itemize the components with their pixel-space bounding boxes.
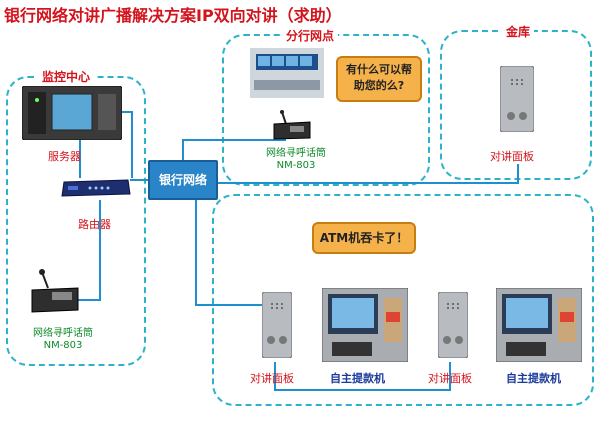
help-bubble: 有什么可以帮助您的么? — [336, 56, 422, 102]
atm-machine-1-icon — [321, 287, 409, 363]
link-server-side — [120, 111, 133, 178]
server-label: 服务器 — [48, 150, 81, 163]
atm-machine-2-label: 自主提款机 — [506, 372, 561, 385]
atm-panel-2-icon — [437, 291, 469, 359]
monitor-mic-label: 网络寻呼话筒 NM-803 — [18, 328, 108, 352]
control-room-photo — [250, 48, 324, 98]
branch-mic-icon — [272, 110, 312, 140]
link-network-vault — [218, 164, 519, 184]
diagram-title: 银行网络对讲广播解决方案IP双向对讲（求助） — [4, 6, 342, 25]
atm-panel-1-icon — [261, 291, 293, 359]
monitor-mic-name: 网络寻呼话筒 — [33, 328, 93, 339]
branch-mic-name: 网络寻呼话筒 — [266, 148, 326, 159]
server-icon — [21, 85, 123, 141]
link-network-atm-area — [195, 200, 262, 306]
vault-intercom-panel-icon — [499, 65, 535, 133]
branch-mic-label: 网络寻呼话筒 NM-803 — [246, 148, 346, 172]
atm-panel-1-label: 对讲面板 — [250, 372, 294, 385]
link-router-mic — [70, 200, 101, 301]
atm-panel-2-label: 对讲面板 — [428, 372, 472, 385]
zone-label-monitor-center: 监控中心 — [38, 68, 95, 85]
zone-label-branch: 分行网点 — [282, 27, 339, 44]
monitor-mic-icon — [30, 268, 80, 314]
atm-card-bubble: ATM机吞卡了！ — [312, 222, 416, 254]
branch-mic-model: NM-803 — [276, 160, 316, 171]
link-panel-panel — [274, 362, 451, 391]
bank-network-node: 银行网络 — [148, 160, 218, 200]
router-icon — [60, 178, 132, 200]
atm-machine-1-label: 自主提款机 — [330, 372, 385, 385]
monitor-mic-model: NM-803 — [43, 340, 83, 351]
atm-machine-2-icon — [495, 287, 583, 363]
zone-label-vault: 金库 — [502, 23, 535, 40]
zone-atm-area — [212, 194, 594, 406]
vault-panel-label: 对讲面板 — [490, 150, 534, 163]
router-label: 路由器 — [78, 218, 111, 231]
